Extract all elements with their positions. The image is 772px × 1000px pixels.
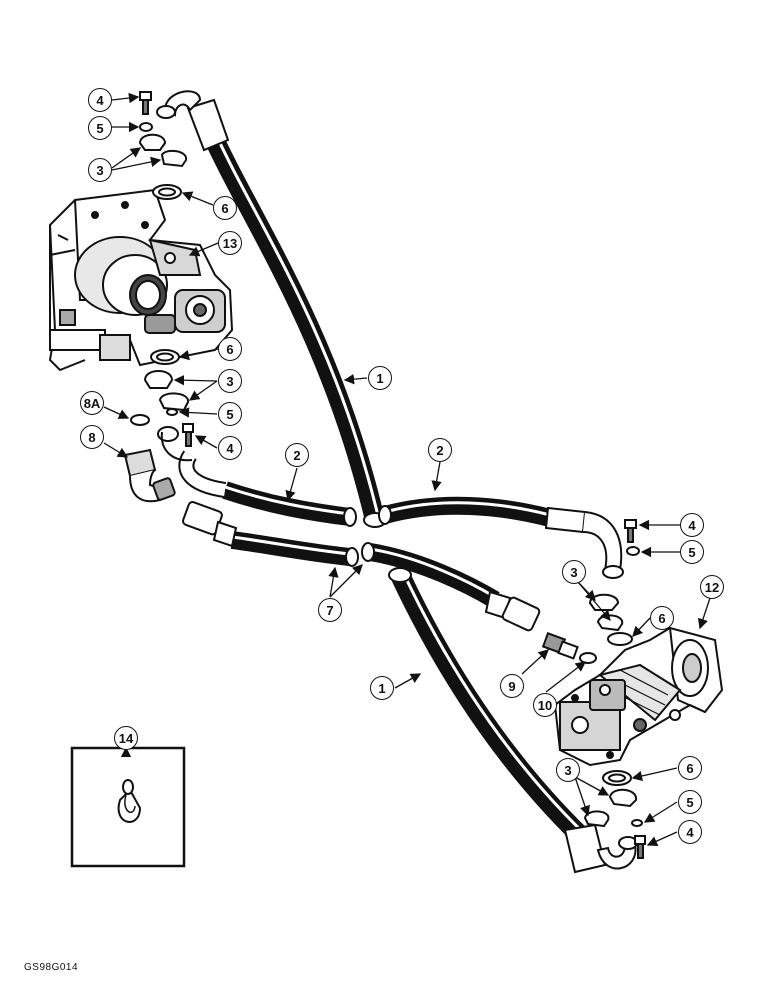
washer-right	[626, 546, 640, 556]
callout-8a: 8A	[80, 391, 104, 415]
callout-2-right: 2	[428, 438, 452, 462]
callout-6-right: 6	[650, 606, 674, 630]
hose-7	[182, 501, 541, 632]
callout-5-top: 5	[88, 116, 112, 140]
callout-14: 14	[114, 726, 138, 750]
callout-8: 8	[80, 425, 104, 449]
callout-5-mid: 5	[218, 402, 242, 426]
callout-5-right: 5	[680, 540, 704, 564]
clamp-bottom	[583, 788, 637, 828]
clamp-top	[138, 133, 188, 168]
o-ring-10	[579, 652, 597, 664]
callout-10: 10	[533, 693, 557, 717]
figure-code: GS98G014	[24, 962, 79, 973]
elbow-fitting-8	[123, 448, 176, 503]
bolt-top	[139, 91, 152, 115]
washer-top	[139, 122, 153, 132]
callout-12: 12	[700, 575, 724, 599]
callout-2-left: 2	[285, 443, 309, 467]
callout-6-mid: 6	[218, 337, 242, 361]
adapter-fitting-9	[541, 632, 579, 660]
bolt-bottom	[634, 835, 646, 859]
callout-3-top: 3	[88, 158, 112, 182]
callout-1-lower: 1	[370, 676, 394, 700]
hydraulic-motor-12	[553, 626, 724, 767]
o-ring-8a	[130, 414, 150, 426]
callout-4-right: 4	[680, 513, 704, 537]
washer-mid	[166, 408, 178, 416]
callout-4-mid: 4	[218, 436, 242, 460]
small-parts	[123, 91, 646, 859]
callout-13: 13	[218, 231, 242, 255]
hose-1	[156, 90, 638, 874]
callout-1-upper: 1	[368, 366, 392, 390]
o-ring-right	[607, 632, 633, 646]
bolt-right	[624, 519, 637, 543]
hose-2	[157, 426, 624, 579]
callout-4-bottom: 4	[678, 820, 702, 844]
callout-3-right: 3	[562, 560, 586, 584]
callout-7: 7	[318, 598, 342, 622]
leader-lines	[103, 92, 711, 847]
callout-9: 9	[500, 674, 524, 698]
bolt-mid	[182, 423, 194, 447]
callout-6-bottom: 6	[678, 756, 702, 780]
callout-4-top: 4	[88, 88, 112, 112]
clamp-mid	[143, 370, 189, 412]
callout-3-mid: 3	[218, 369, 242, 393]
inset-hose-clamp-14	[70, 746, 186, 868]
callout-3-bottom: 3	[556, 758, 580, 782]
washer-bottom	[631, 819, 643, 827]
callout-5-bottom: 5	[678, 790, 702, 814]
callout-6-top: 6	[213, 196, 237, 220]
hydraulic-pump-13	[48, 188, 234, 372]
